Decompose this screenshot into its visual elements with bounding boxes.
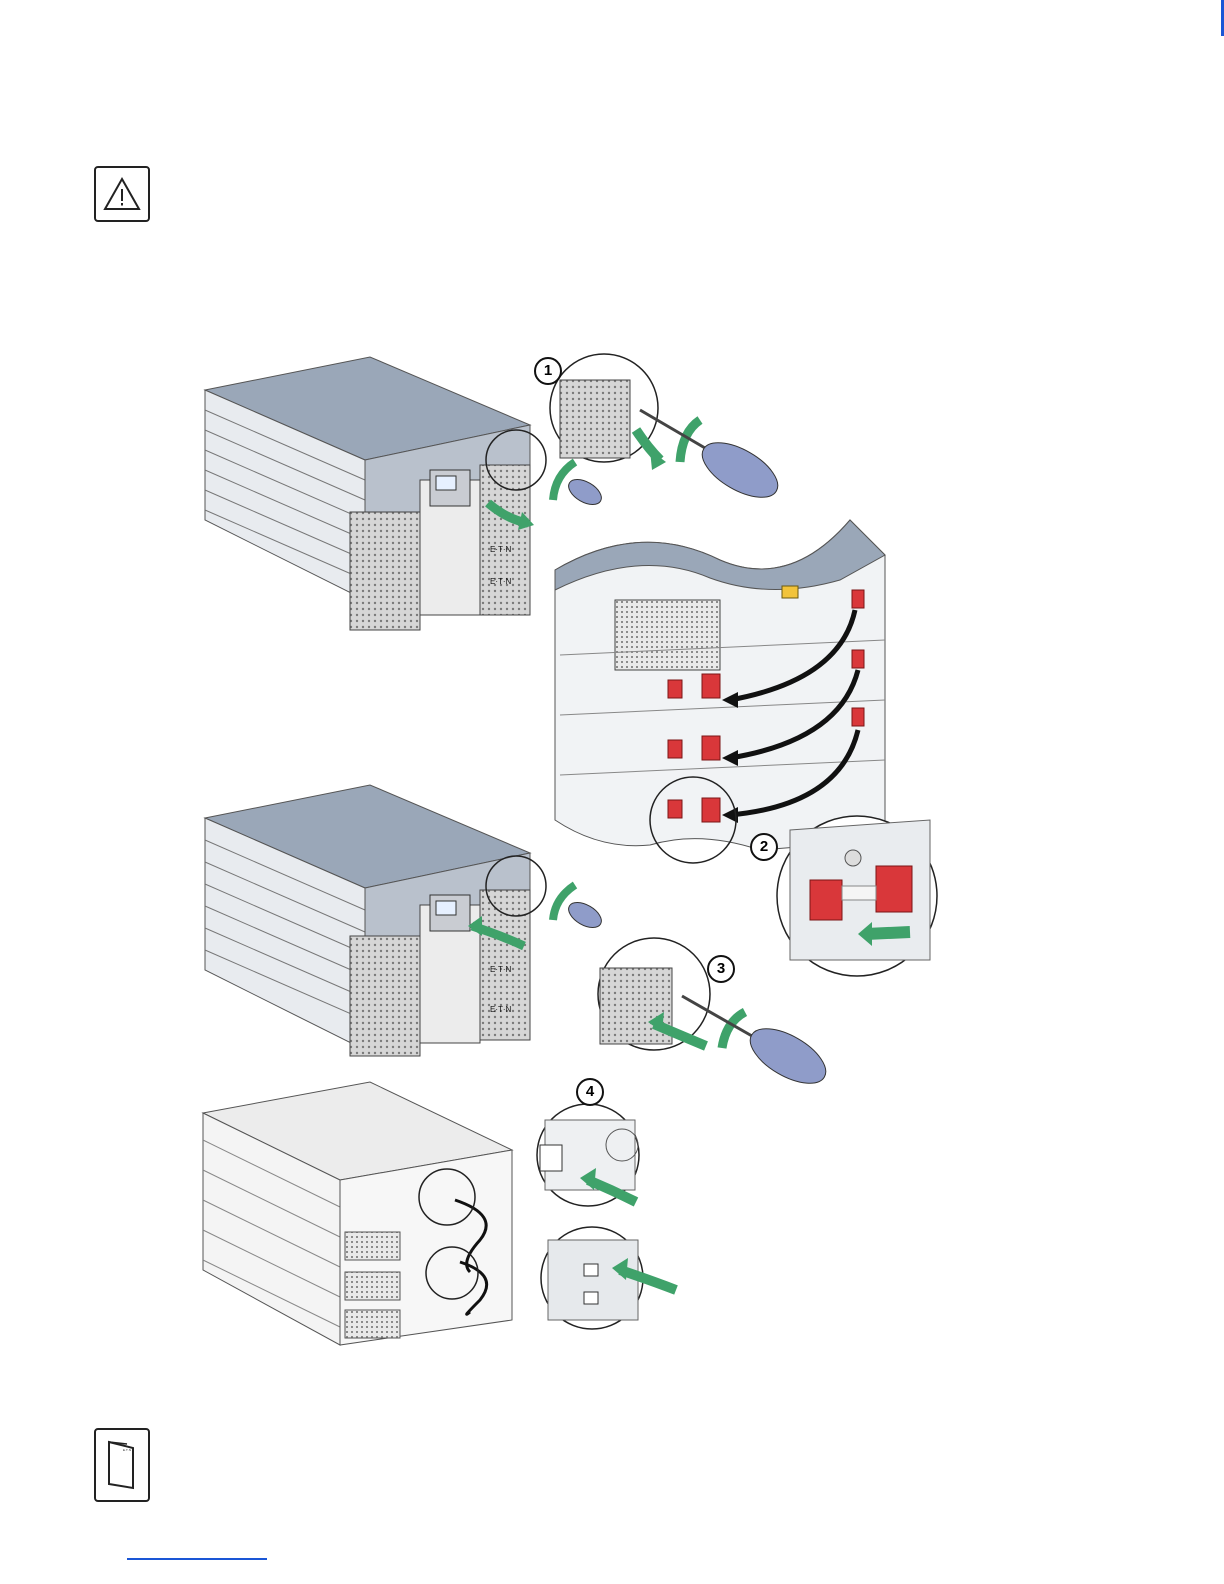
step-number-4: 4 <box>576 1078 604 1106</box>
zoom-detail-step-4-upper <box>537 1104 639 1206</box>
manual-brand-mark: E·T·N <box>123 1448 131 1452</box>
zoom-detail-step-2 <box>777 816 937 976</box>
footer-link-underline[interactable] <box>127 1558 267 1560</box>
zoom-detail-step-4-lower <box>541 1227 676 1329</box>
brand-label: E·T·N <box>490 965 512 974</box>
brand-label: E·T·N <box>490 545 512 554</box>
ups-rack-rear-view <box>203 1082 512 1345</box>
manual-book-icon: E·T·N <box>94 1428 150 1502</box>
ups-rack-front-view-1: E·T·N E·T·N <box>205 357 606 630</box>
ups-rack-front-view-2: E·T·N E·T·N <box>205 785 606 1056</box>
step-number-3: 3 <box>707 955 735 983</box>
brand-label: E·T·N <box>490 1005 512 1014</box>
battery-connection-cutaway <box>555 520 885 863</box>
brand-label: E·T·N <box>490 577 512 586</box>
step-number-1: 1 <box>534 357 562 385</box>
step-number-2: 2 <box>750 833 778 861</box>
